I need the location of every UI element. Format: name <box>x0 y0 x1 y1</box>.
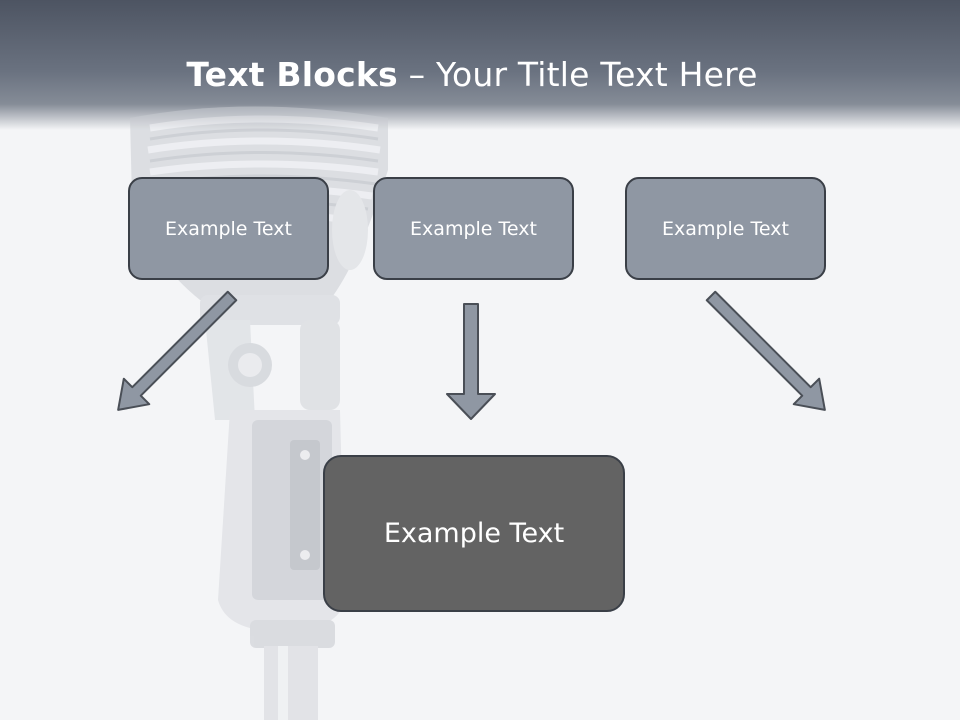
slide-title: Text Blocks – Your Title Text Here <box>0 52 952 98</box>
text-block-top-center-label: Example Text <box>410 217 537 240</box>
text-block-top-right-label: Example Text <box>662 217 789 240</box>
text-block-top-left-label: Example Text <box>165 217 292 240</box>
text-block-top-right[interactable]: Example Text <box>625 177 826 280</box>
arrow-down-right-icon <box>117 290 238 411</box>
slide-title-dash: – <box>397 55 436 94</box>
slide-title-bold: Text Blocks <box>186 55 398 94</box>
arrow-down-left-icon <box>705 290 826 411</box>
text-block-bottom[interactable]: Example Text <box>323 455 625 612</box>
title-header-band <box>0 0 960 130</box>
text-block-top-left[interactable]: Example Text <box>128 177 329 280</box>
text-block-top-center[interactable]: Example Text <box>373 177 574 280</box>
arrow-down-icon <box>446 303 496 420</box>
text-block-bottom-label: Example Text <box>383 518 565 549</box>
slide-title-rest: Your Title Text Here <box>435 55 758 94</box>
